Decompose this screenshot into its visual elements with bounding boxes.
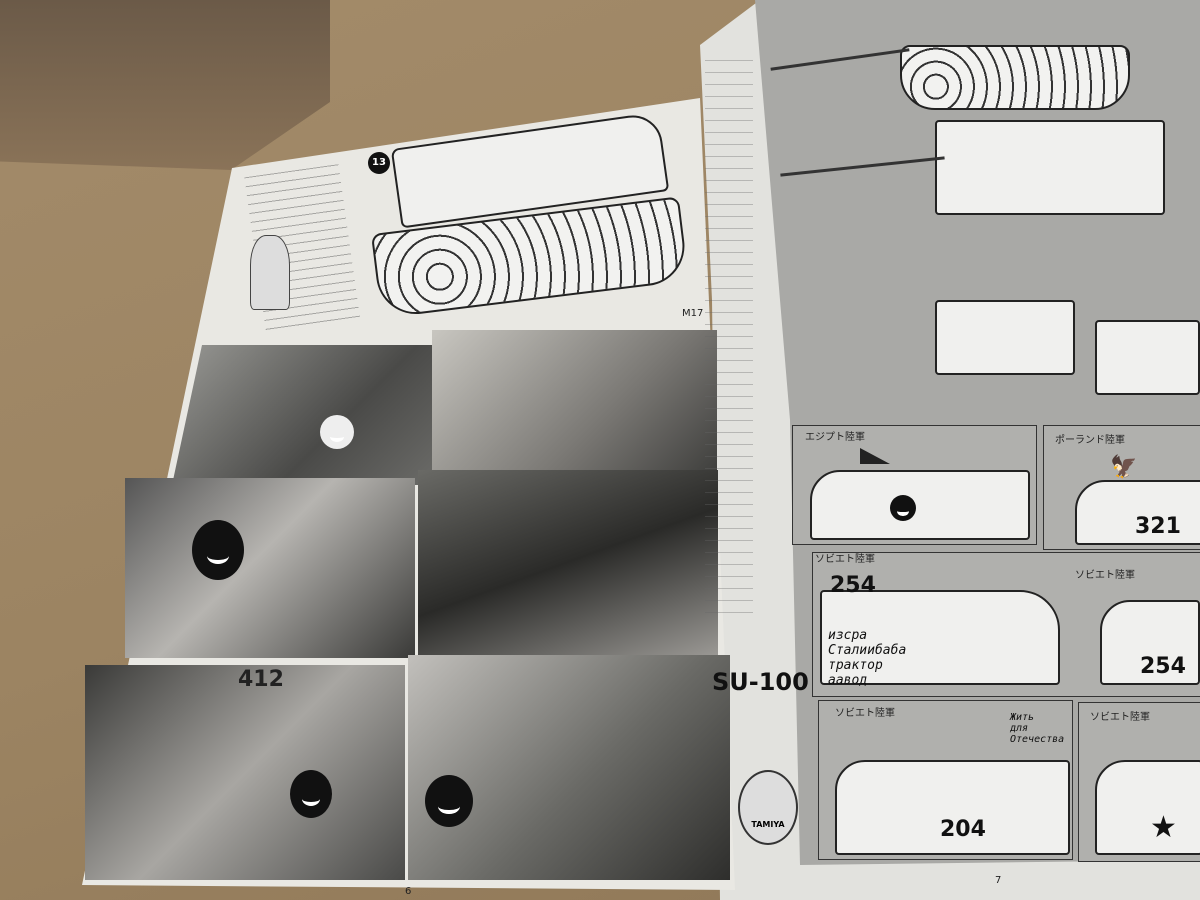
egypt-roundel (890, 495, 916, 521)
roundel-marking (192, 520, 244, 580)
photo-tank-rear (408, 655, 730, 880)
army-label: ポーランド陸軍 (1055, 435, 1125, 446)
egypt-tank-profile (810, 470, 1030, 540)
army-label: ソビエト陸軍 (835, 708, 895, 719)
photo-hull-top (418, 470, 718, 655)
red-star-icon: ★ (1150, 810, 1177, 845)
photo-hull-number: 412 (238, 667, 284, 692)
army-label: エジプト陸軍 (805, 432, 865, 443)
page-number-left: 6 (405, 886, 412, 897)
step-number-badge: 13 (368, 152, 390, 174)
page-number-right: 7 (995, 875, 1002, 886)
slogan-line: Сталиибаба (828, 643, 907, 658)
slogan-line: трактор (828, 658, 883, 673)
slogan-line: для (1010, 723, 1029, 734)
rear-view-drawing (935, 300, 1075, 375)
tank-number: 321 (1135, 514, 1181, 539)
slogan-line: Отечества (1010, 734, 1065, 745)
army-label: ソビエト陸軍 (815, 554, 875, 565)
slogan-line: изсра (828, 628, 868, 643)
soviet-tank-profile (820, 590, 1060, 685)
roundel-marking (290, 770, 332, 818)
front-view-drawing (1095, 320, 1200, 395)
side-view-drawing (900, 45, 1130, 110)
model-title: SU-100 (712, 668, 809, 696)
right-text-column (705, 60, 753, 620)
tank-number: 254 (1140, 654, 1186, 679)
army-label: ソビエト陸軍 (1075, 570, 1135, 581)
poland-tank-profile (1075, 480, 1200, 545)
slogan-line: аавод (828, 673, 868, 688)
tank-number: 204 (940, 817, 986, 842)
soviet-tank-profile (1095, 760, 1200, 855)
army-label: ソビエト陸軍 (1090, 712, 1150, 723)
soviet-tank-profile (1100, 600, 1200, 685)
part-label: M17 (682, 308, 704, 319)
polish-eagle-icon: 🦅 (1110, 455, 1138, 480)
figure-illustration (250, 235, 290, 310)
soviet-tank-profile (835, 760, 1070, 855)
tank-number: 254 (830, 573, 876, 598)
photo-tank-front (85, 665, 405, 880)
roundel-marking (320, 415, 354, 449)
slogan-line: Жить (1010, 712, 1035, 723)
photo-tank-side (172, 345, 442, 485)
photo-turret-closeup (432, 330, 717, 475)
roundel-marking (425, 775, 473, 827)
tamiya-badge: TAMIYA (738, 770, 798, 845)
top-view-drawing (935, 120, 1165, 215)
photo-hull-side (125, 478, 415, 658)
